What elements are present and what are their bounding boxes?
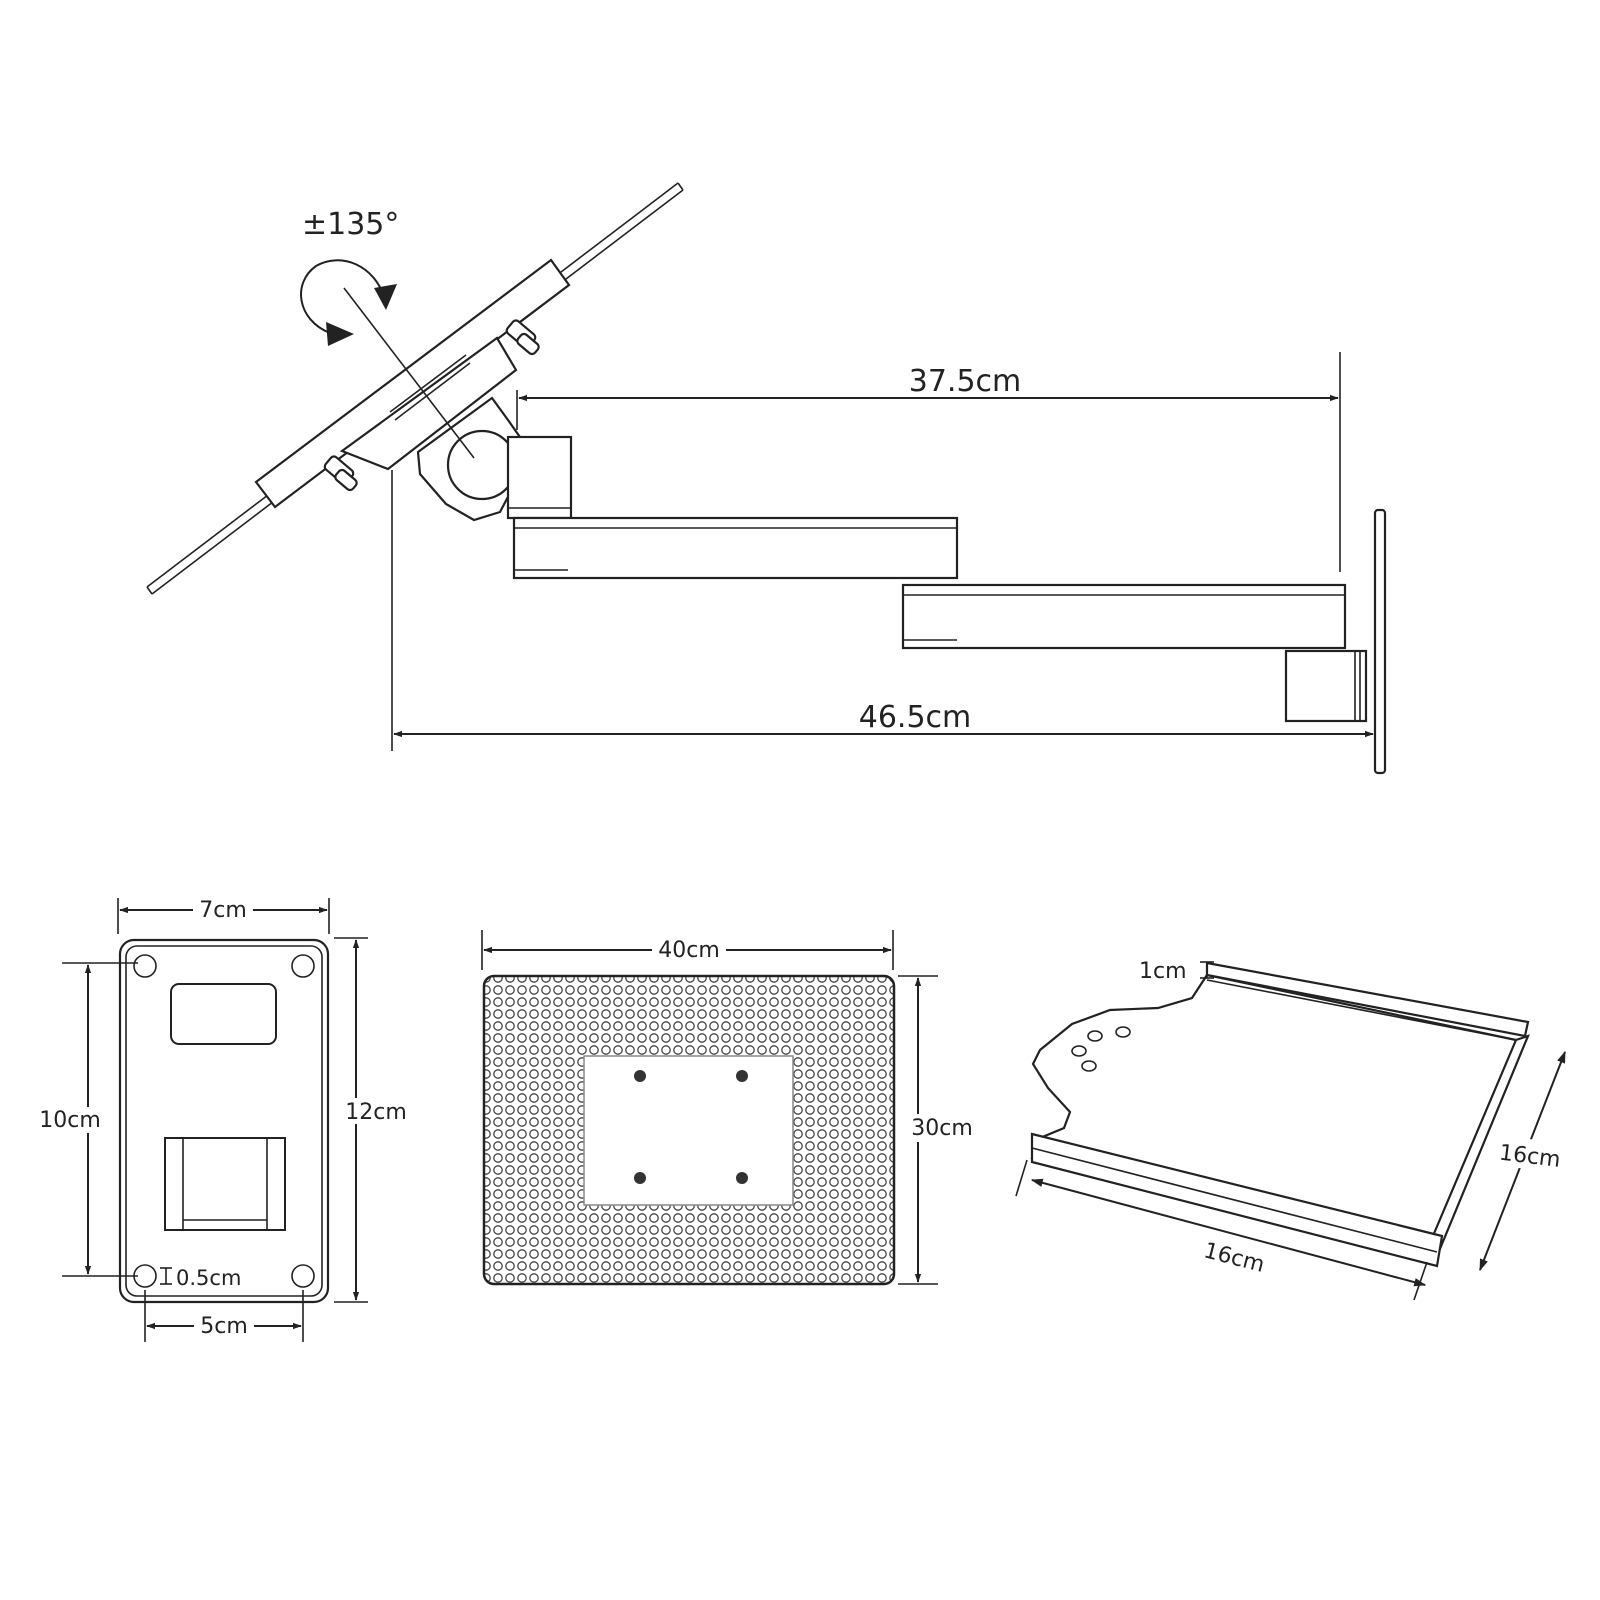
arm-segment xyxy=(901,583,1347,650)
total-length-dimension: 46.5cm xyxy=(391,470,1374,751)
vertical-hole-spacing-label: 10cm xyxy=(39,1108,101,1133)
horizontal-hole-spacing-label: 5cm xyxy=(200,1314,248,1339)
reach-dimension: 37.5cm xyxy=(516,352,1341,572)
tray-depth-label: 30cm xyxy=(911,1116,973,1141)
hole-diameter-label: 0.5cm xyxy=(176,1266,241,1290)
mount-knob xyxy=(323,455,358,492)
rotation-angle-label: ±135° xyxy=(302,207,399,242)
vesa-screw xyxy=(736,1070,748,1082)
mounting-hole xyxy=(133,954,157,978)
plate-slot xyxy=(170,983,277,1045)
tilted-monitor-mount xyxy=(146,182,684,595)
vesa-screw xyxy=(634,1070,646,1082)
lip-height-label: 1cm xyxy=(1139,959,1187,984)
vesa-screw xyxy=(736,1172,748,1184)
arm-segment xyxy=(512,516,959,580)
tray-width-label: 40cm xyxy=(658,938,720,963)
perforated-tray-top-view: 40cm 30cm xyxy=(481,930,977,1286)
vesa-panel xyxy=(583,1055,794,1206)
plate-hinge xyxy=(164,1137,286,1231)
total-length-label: 46.5cm xyxy=(859,700,972,735)
rotation-arrow-head xyxy=(326,322,354,346)
tray-bracket-3d-view: 1cm 16cm 16cm xyxy=(1015,959,1568,1301)
mounting-hole xyxy=(291,954,315,978)
arm-joint-block xyxy=(506,435,573,520)
reach-dimension-label: 37.5cm xyxy=(909,364,1022,399)
rotation-indicator: ±135° xyxy=(300,207,475,459)
bracket-hole xyxy=(1087,1030,1103,1042)
wall-joint-block xyxy=(1284,649,1368,723)
rotation-arrow-head xyxy=(374,284,397,310)
vesa-screw xyxy=(634,1172,646,1184)
wall-plate-front-view: 7cm 12cm 10cm 5cm 0.5cm xyxy=(36,898,407,1342)
plate-height-label: 12cm xyxy=(345,1100,407,1125)
plate-width-label: 7cm xyxy=(199,898,247,923)
mounting-hole xyxy=(291,1264,315,1288)
bracket-hole xyxy=(1115,1026,1131,1038)
arm-side-view: ±135° 37.5 xyxy=(146,182,1387,775)
bracket-hole xyxy=(1081,1060,1097,1072)
mount-knob xyxy=(505,319,540,356)
bracket-hole xyxy=(1071,1045,1087,1057)
tilt-pivot xyxy=(416,396,524,522)
wall-plate-side xyxy=(1373,508,1387,775)
